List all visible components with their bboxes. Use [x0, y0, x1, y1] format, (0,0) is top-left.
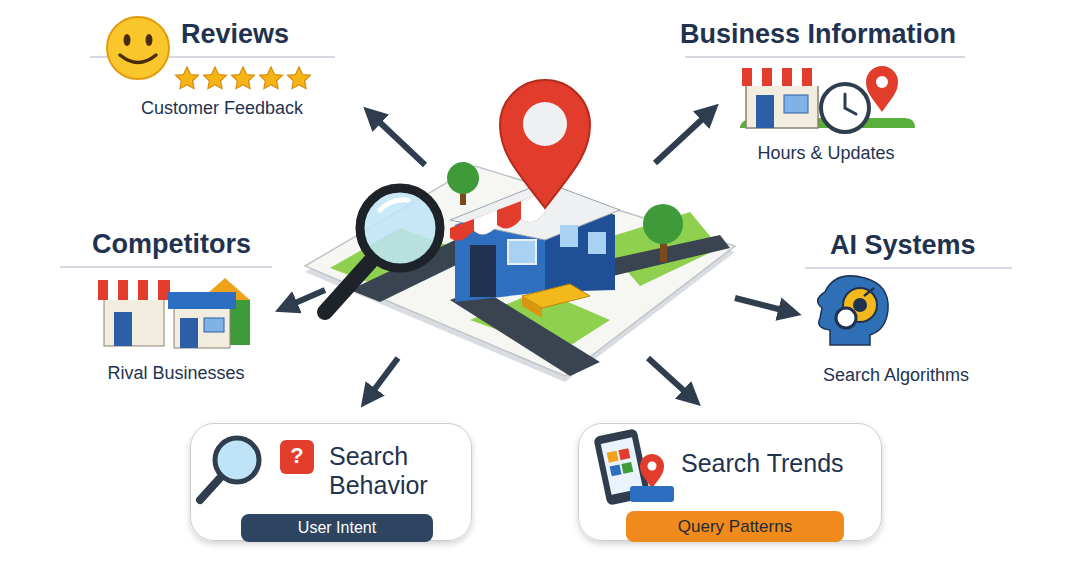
- intent-pill: User Intent: [241, 514, 433, 542]
- map-illustration: [305, 80, 735, 382]
- ai-head-icon: [818, 276, 888, 345]
- business-icons: [740, 66, 915, 132]
- section-caption: Search Algorithms: [823, 366, 969, 386]
- node-text: User Intent: [298, 519, 376, 537]
- section-caption: Hours & Updates: [757, 144, 894, 164]
- node-text: Search Behavior: [329, 442, 464, 500]
- section-heading: Competitors: [92, 230, 251, 260]
- node-text: Query Patterns: [678, 517, 792, 537]
- question-mark: ?: [290, 444, 303, 468]
- box-ground: [190, 423, 472, 541]
- section-heading: Business Information: [680, 20, 956, 50]
- section-caption: Rival Businesses: [107, 364, 244, 384]
- search-icon: [200, 438, 314, 500]
- section-caption: Customer Feedback: [141, 99, 303, 119]
- stars: [176, 67, 311, 89]
- phone-icon: [593, 428, 674, 506]
- search-trends-box: Search TrendsQuery Patterns: [578, 423, 882, 541]
- search-behavior-box: Search BehaviorUser Intent: [190, 423, 472, 541]
- smiley-icon: [107, 17, 169, 79]
- section-heading: Reviews: [181, 20, 289, 50]
- leader-arrows: [286, 112, 790, 398]
- node-text: Search Trends: [681, 449, 871, 478]
- box-ground: [578, 423, 882, 541]
- patterns-pill: Query Patterns: [626, 511, 844, 542]
- competitor-shops: [98, 278, 250, 348]
- section-heading: AI Systems: [830, 231, 976, 261]
